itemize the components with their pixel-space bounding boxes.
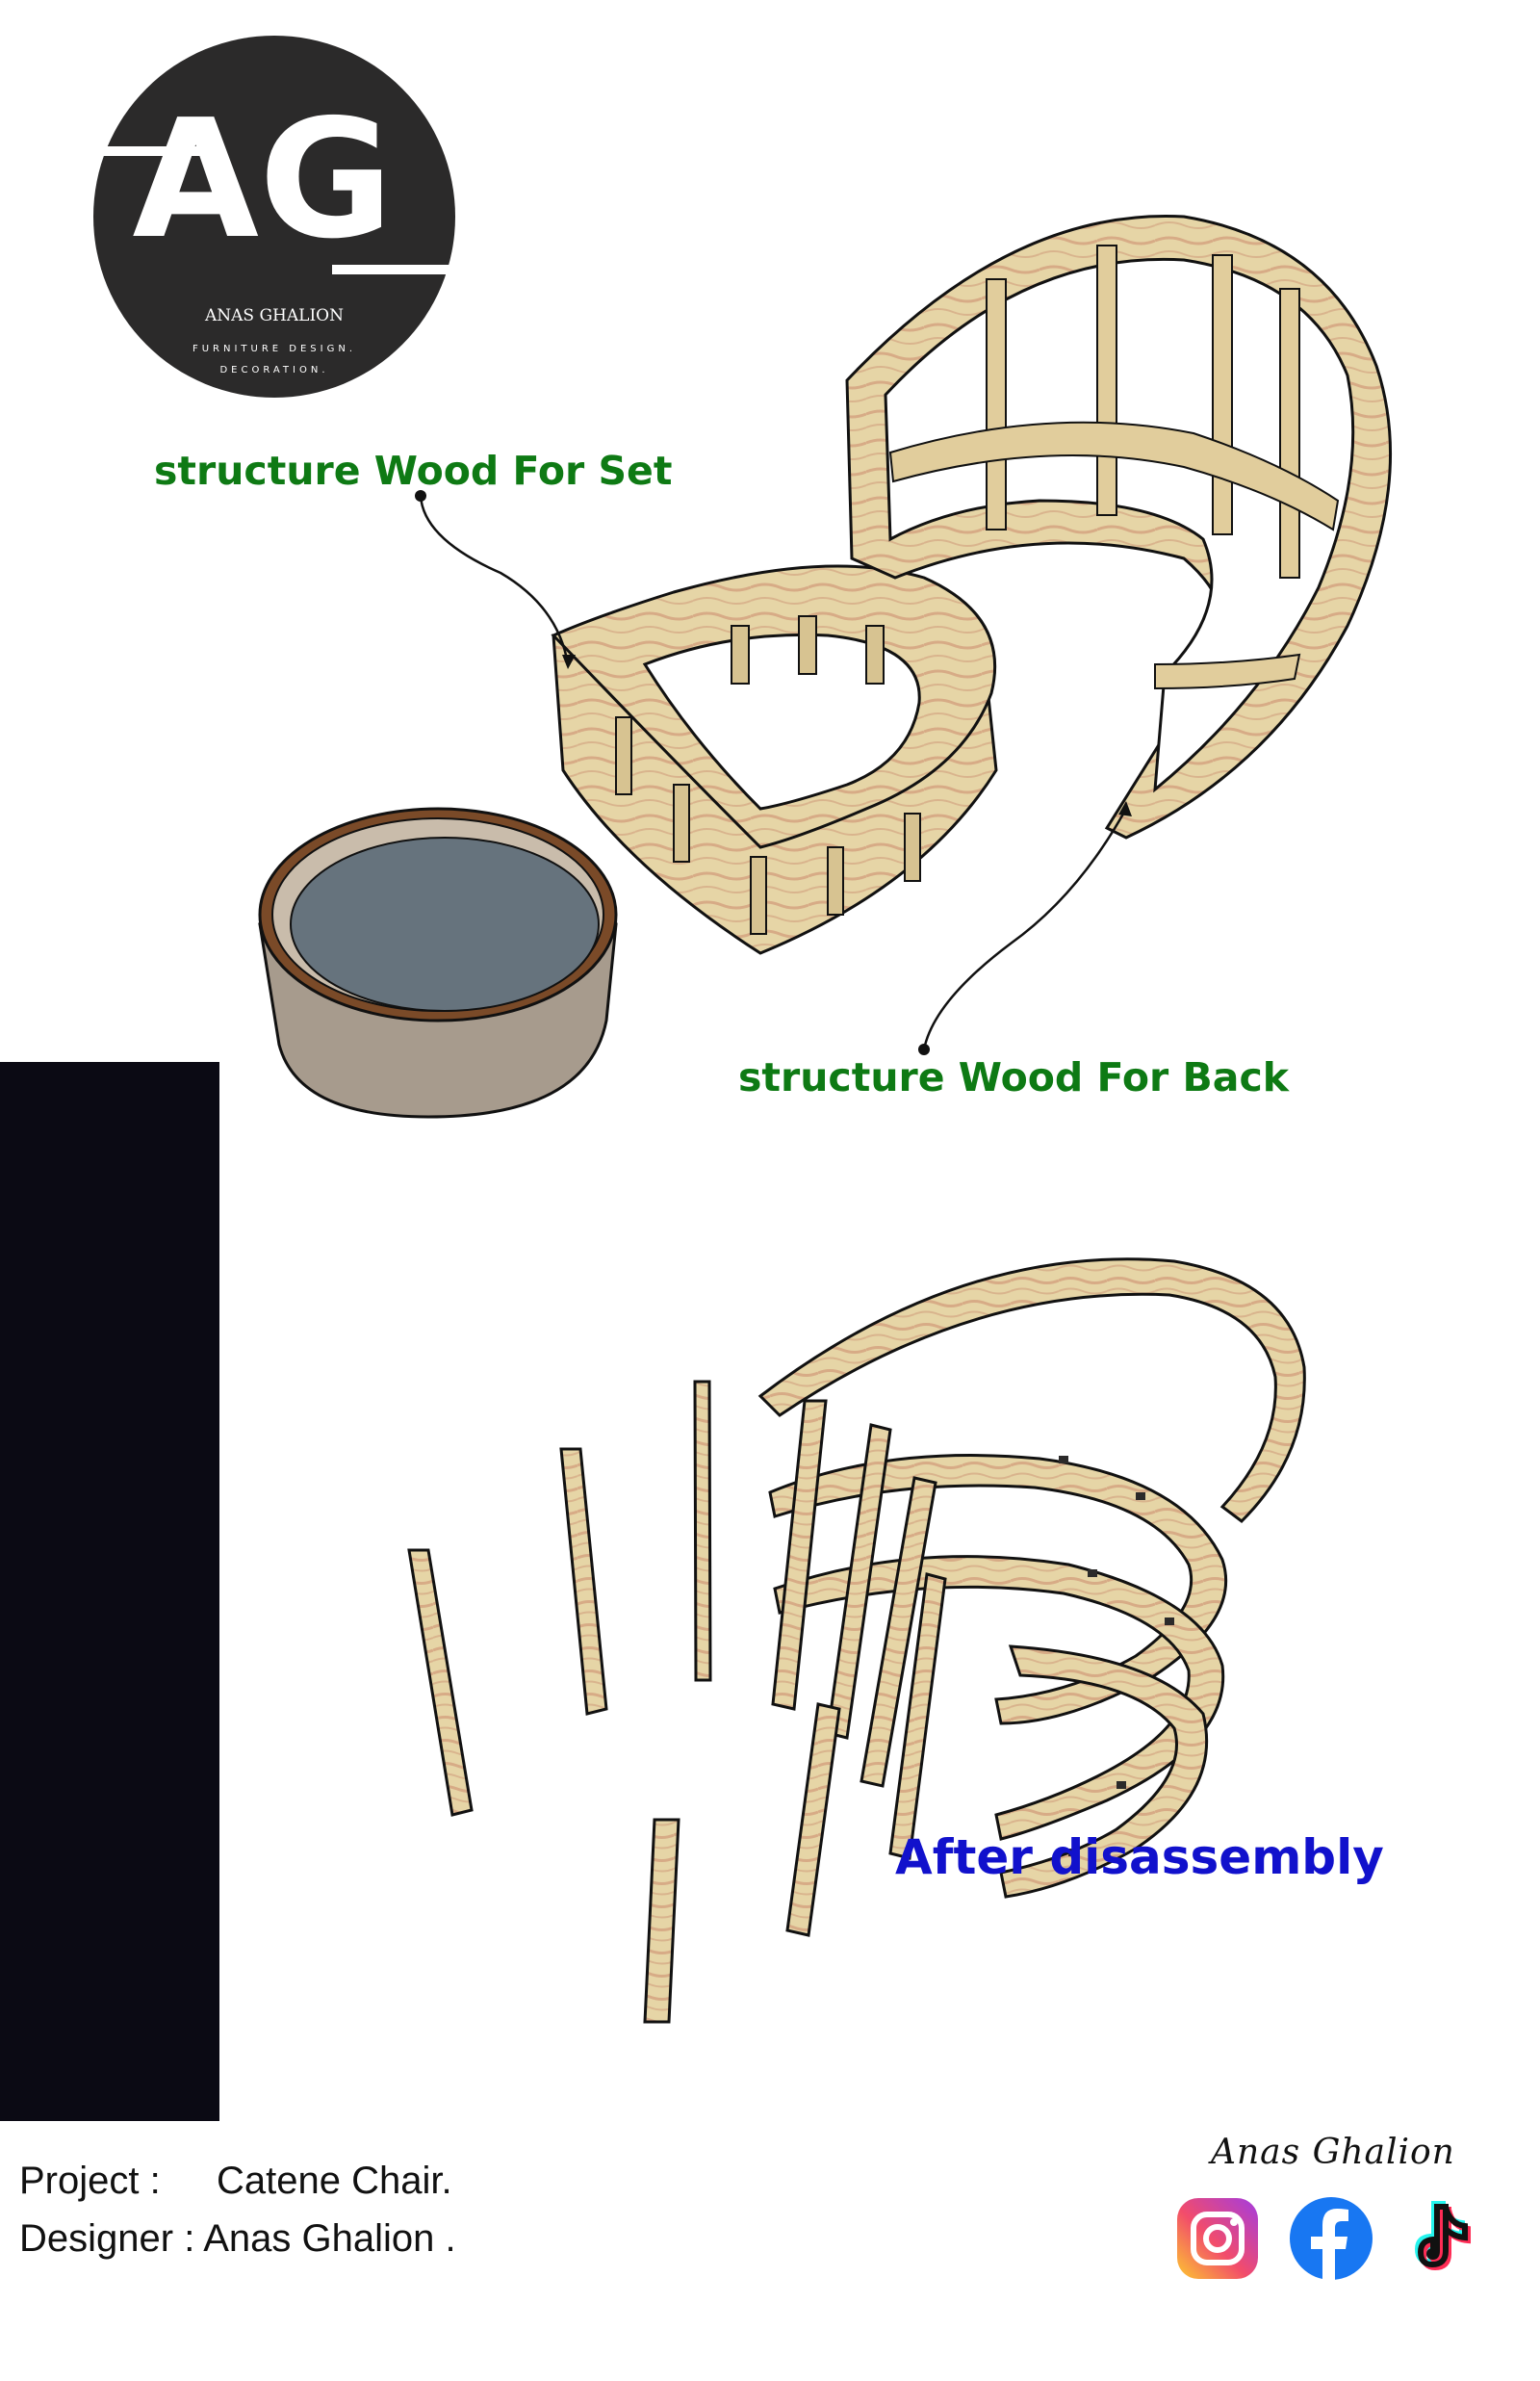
designer-key: Designer : (19, 2217, 195, 2260)
back-frame (845, 214, 1393, 840)
label-seat-structure: structure Wood For Set (154, 448, 673, 494)
label-after-disassembly: After disassembly (895, 1829, 1384, 1885)
project-value: Catene Chair. (217, 2160, 452, 2202)
leader-lines (419, 495, 1128, 1050)
logo-monogram: AG (132, 85, 393, 275)
anas-ghalion-logo: AG ANAS GHALION FURNITURE DESIGN. DECORA… (93, 36, 455, 398)
assembled-structure-illustration (258, 214, 1393, 1119)
disassembled-parts-illustration (407, 1257, 1306, 2024)
designer-signature: Anas Ghalion (1211, 2133, 1455, 2172)
seat-frame (551, 564, 998, 955)
logo-tagline-1: FURNITURE DESIGN. (192, 344, 356, 354)
designer-credit: Designer : Anas Ghalion . (19, 2217, 456, 2261)
designer-value: Anas Ghalion . (203, 2217, 456, 2260)
project-credit: Project : Catene Chair. (19, 2160, 452, 2203)
instagram-icon[interactable] (1174, 2195, 1261, 2282)
logo-name: ANAS GHALION (204, 306, 344, 325)
black-side-bar (0, 1062, 219, 2121)
project-key: Project : (19, 2160, 161, 2202)
facebook-icon[interactable] (1288, 2195, 1374, 2282)
label-back-structure: structure Wood For Back (738, 1054, 1290, 1100)
logo-tagline-2: DECORATION. (219, 365, 328, 375)
round-base (258, 807, 618, 1119)
tiktok-icon[interactable] (1398, 2195, 1484, 2282)
